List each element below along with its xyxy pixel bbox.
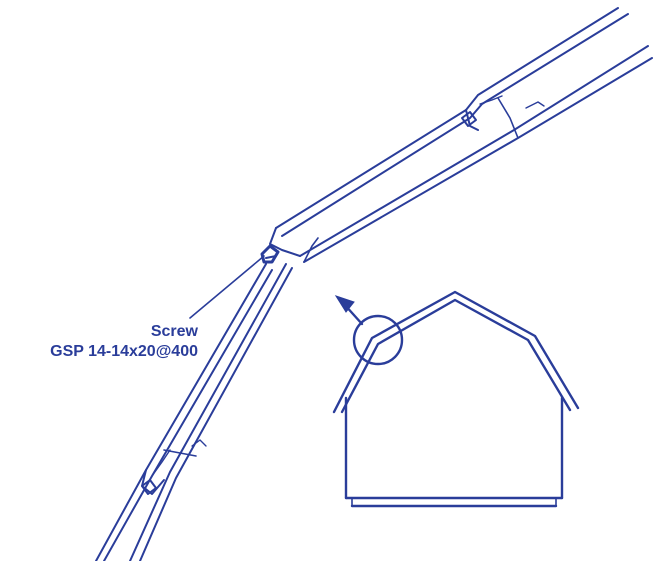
screw-spec-label: GSP 14-14x20@400 [50,343,198,360]
screw-label: Screw [150,323,198,340]
building-inset [332,290,580,508]
detail-circle [352,314,404,366]
arrow-icon [334,295,355,313]
leader-line [189,255,265,319]
screw-icon [141,111,477,495]
upper-roof-panel [269,7,653,263]
lower-roof-panel [95,263,293,562]
